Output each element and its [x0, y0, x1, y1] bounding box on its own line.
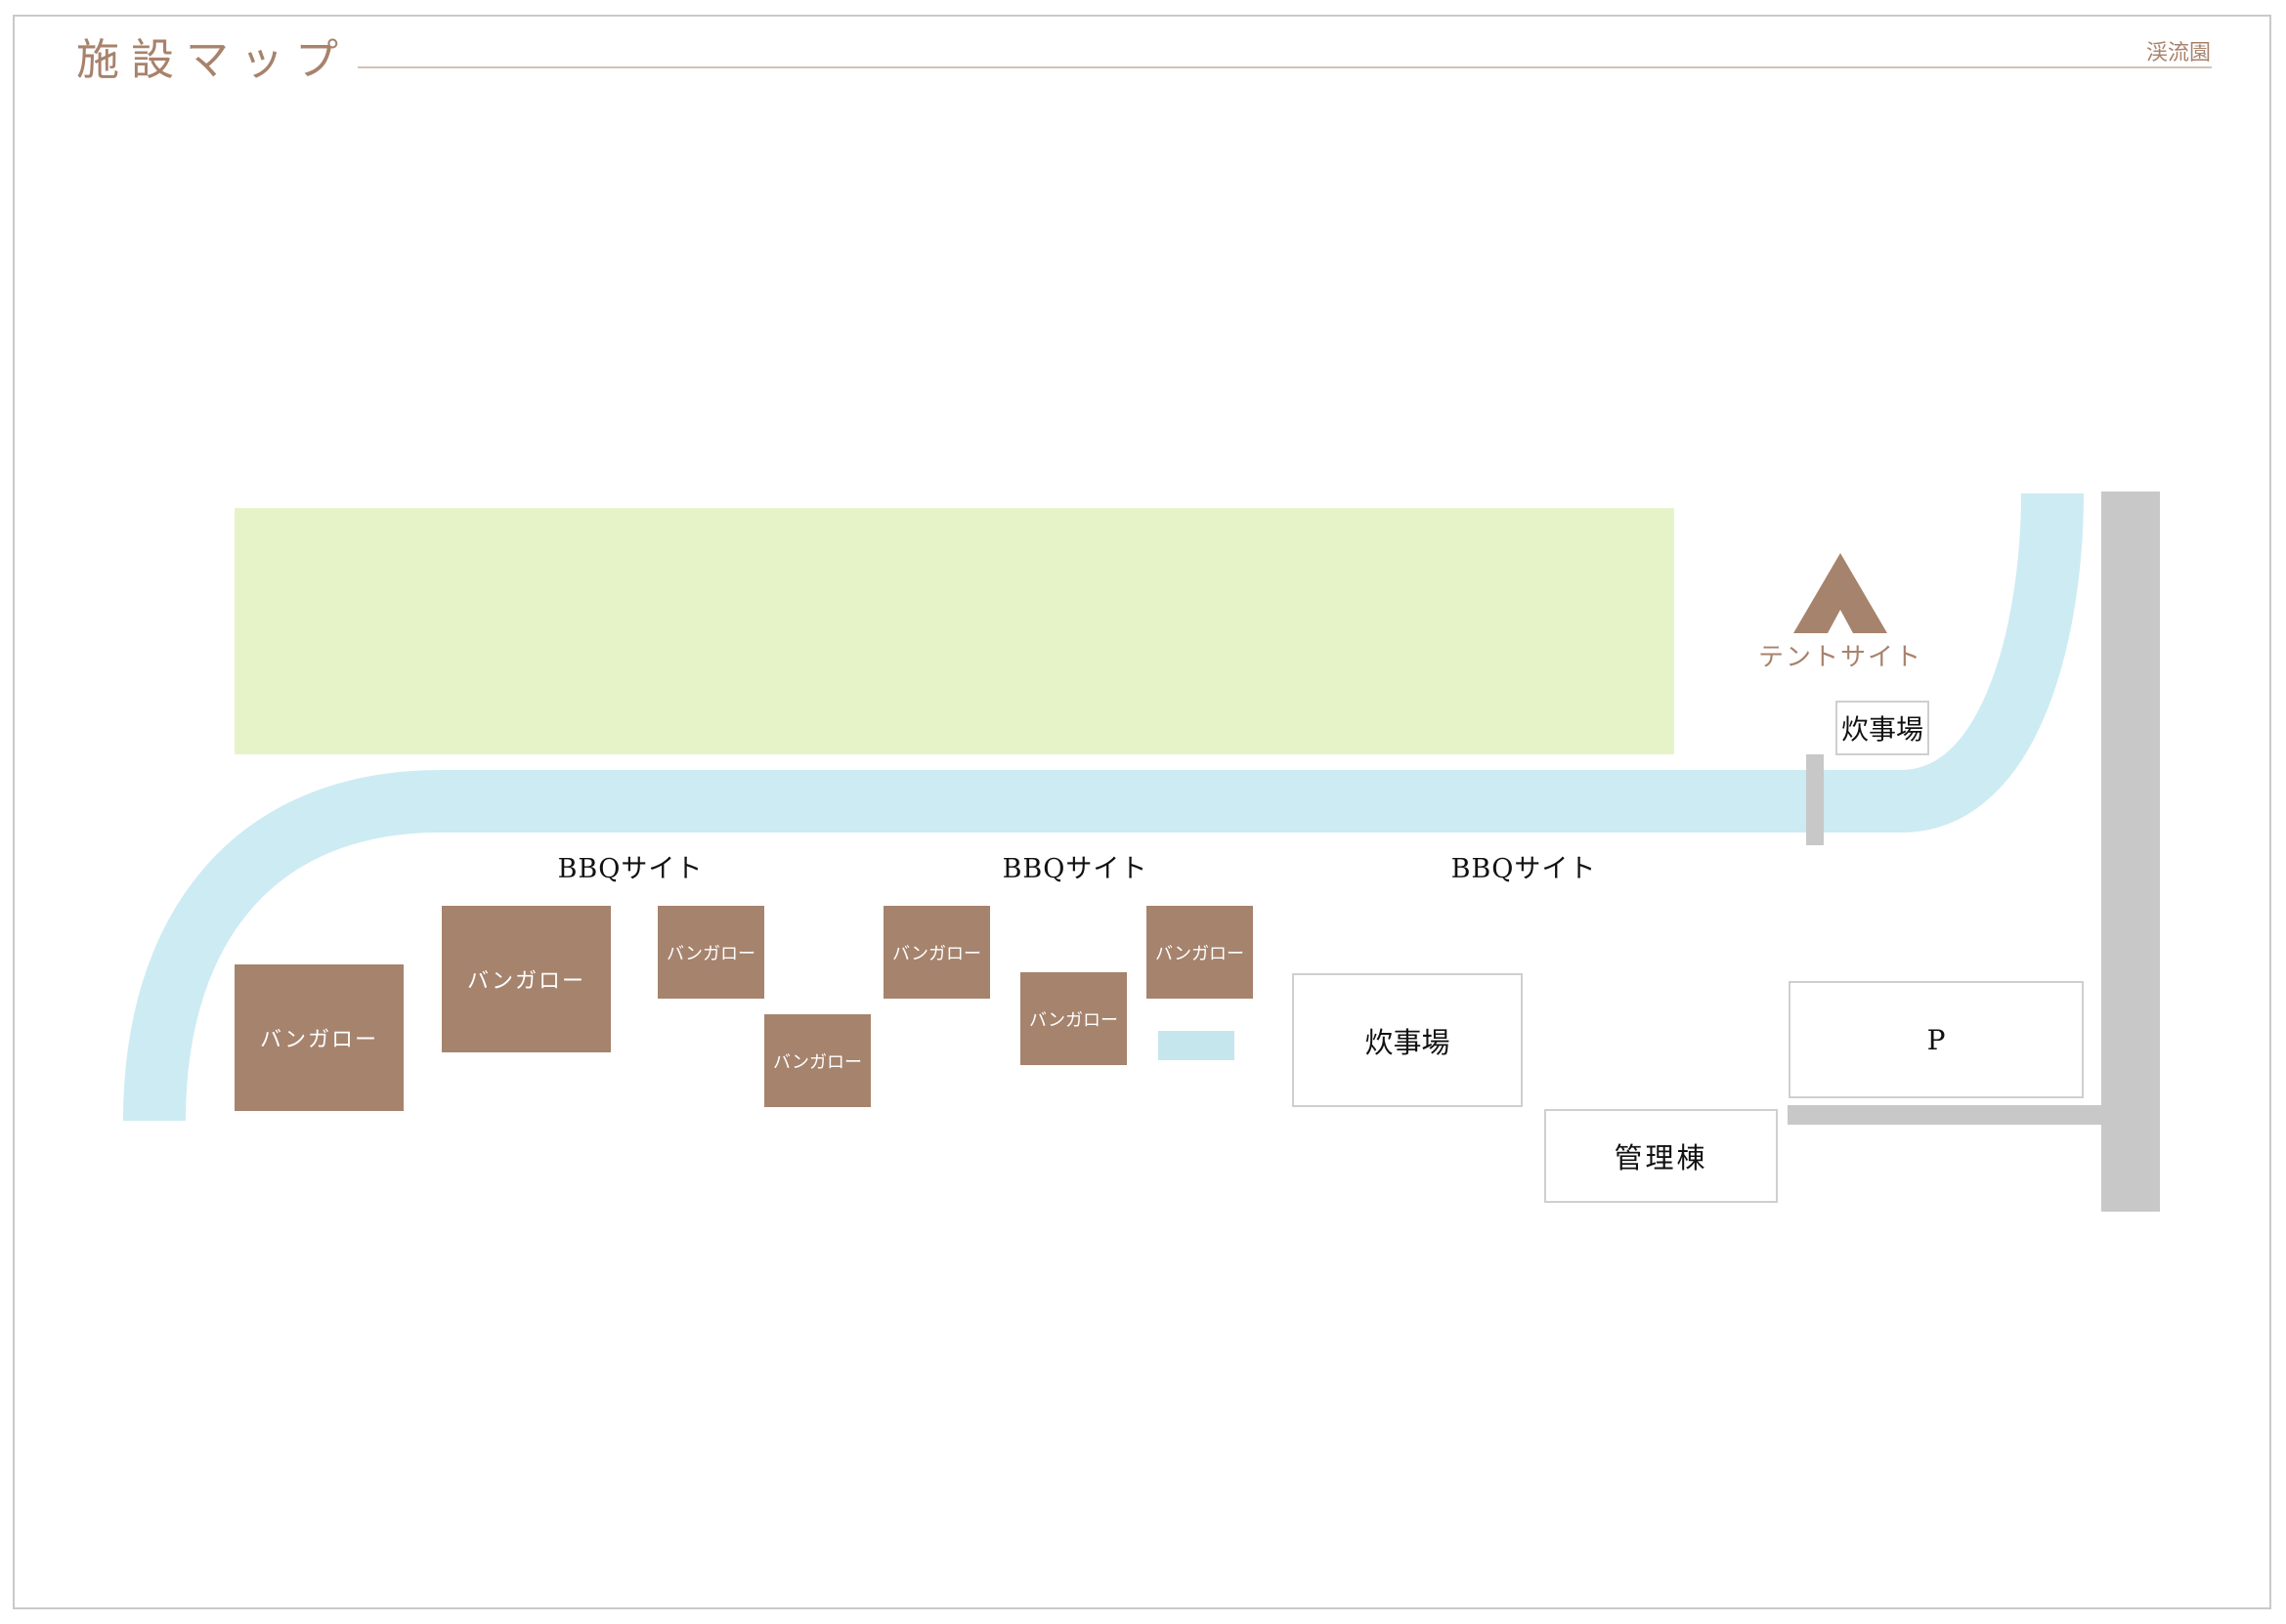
bungalow-7[interactable]: バンガロー [1146, 906, 1253, 999]
kitchen-building-small[interactable]: 炊事場 [1835, 701, 1929, 755]
bridge [1806, 754, 1824, 845]
pond [1158, 1031, 1234, 1060]
map-frame [13, 15, 2271, 1609]
bbq-site-label-2: BBQサイト [1002, 853, 1148, 884]
bungalow-2[interactable]: バンガロー [442, 906, 611, 1052]
tent-field-area[interactable] [235, 508, 1674, 754]
parking-access-road [1788, 1105, 2103, 1125]
header-rule [358, 66, 2212, 68]
river [123, 492, 2084, 1122]
bbq-site-label-1: BBQサイト [557, 853, 704, 884]
bungalow-3[interactable]: バンガロー [658, 906, 764, 999]
bbq-site-label-3: BBQサイト [1450, 853, 1597, 884]
bungalow-4[interactable]: バンガロー [764, 1014, 871, 1107]
management-building[interactable]: 管理棟 [1544, 1109, 1778, 1203]
main-road [2101, 491, 2160, 1212]
kitchen-building[interactable]: 炊事場 [1292, 973, 1523, 1107]
bungalow-6[interactable]: バンガロー [1020, 972, 1127, 1065]
page-title: 施設マップ [76, 35, 350, 85]
parking-lot[interactable]: P [1789, 981, 2084, 1098]
bungalow-5[interactable]: バンガロー [884, 906, 990, 999]
tent-icon [1793, 553, 1887, 633]
tent-site-label: テントサイト [1757, 642, 1922, 672]
bungalow-1[interactable]: バンガロー [235, 964, 404, 1111]
site-name: 渓流園 [2145, 41, 2211, 65]
